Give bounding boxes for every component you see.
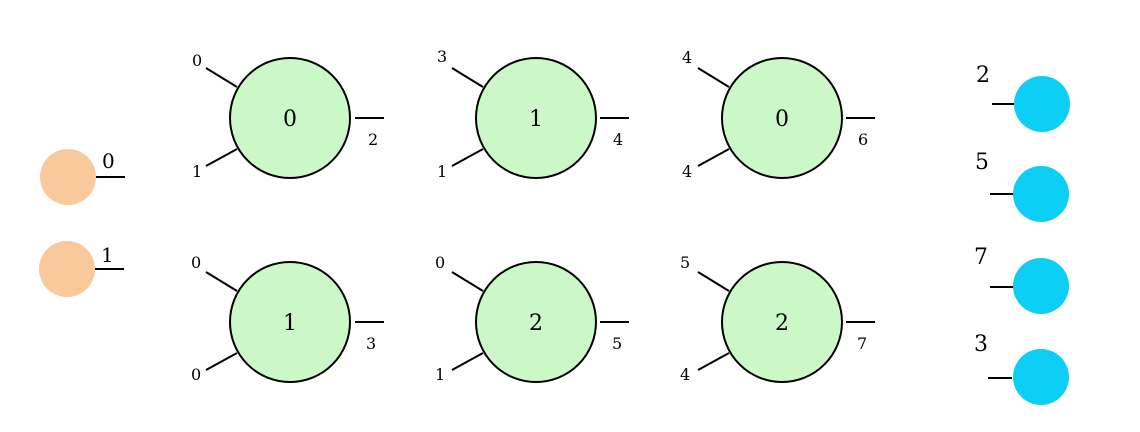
- gate-op-label: 2: [775, 311, 789, 336]
- gate-input-wire-bottom: [451, 148, 484, 167]
- gate-op-label: 1: [529, 107, 543, 132]
- input-node-1: 1: [39, 241, 124, 297]
- gate-2: 0 4 4 6: [682, 48, 875, 181]
- input-node-0: 0: [40, 149, 125, 205]
- output-node-0: 2: [976, 63, 1070, 132]
- gate-circle: [721, 57, 843, 179]
- input-node-circle: [40, 149, 96, 205]
- output-label: 3: [974, 332, 988, 357]
- output-node-3: 3: [974, 332, 1069, 405]
- gate-input-wire-top: [451, 67, 484, 88]
- output-node-circle: [1013, 349, 1069, 405]
- gate-input-wire-bottom: [205, 148, 238, 167]
- input-label: 1: [101, 243, 114, 267]
- gate-input-wire-top: [205, 67, 238, 88]
- gate-op-label: 2: [529, 311, 543, 336]
- output-node-circle: [1014, 76, 1070, 132]
- output-label: 5: [975, 150, 989, 175]
- gate-input-label-top: 4: [682, 48, 692, 67]
- output-node-circle: [1013, 258, 1069, 314]
- output-node-1: 5: [975, 150, 1069, 222]
- gate-input-label-top: 3: [437, 47, 447, 66]
- gate-input-label-bottom: 4: [680, 365, 690, 384]
- gate-input-label-bottom: 4: [682, 162, 692, 181]
- gate-input-wire-top: [205, 271, 238, 292]
- gate-op-label: 0: [283, 107, 297, 132]
- input-label: 0: [102, 149, 115, 173]
- gate-circle: [229, 261, 351, 383]
- gate-output-label: 5: [612, 334, 622, 353]
- gate-3: 1 0 0 3: [191, 253, 384, 384]
- gate-circle: [229, 57, 351, 179]
- gate-0: 0 0 1 2: [192, 51, 384, 181]
- gate-circle: [475, 261, 597, 383]
- gate-input-label-bottom: 1: [192, 162, 202, 181]
- gate-input-wire-bottom: [205, 352, 238, 371]
- gate-circle: [475, 57, 597, 179]
- gate-4: 2 0 1 5: [435, 253, 629, 384]
- output-label: 7: [974, 245, 988, 270]
- gate-input-wire-top: [697, 67, 730, 88]
- gate-5: 2 5 4 7: [680, 253, 875, 384]
- gate-input-wire-bottom: [697, 148, 730, 167]
- gate-1: 1 3 1 4: [437, 47, 629, 181]
- gate-op-label: 0: [775, 107, 789, 132]
- gate-input-wire-bottom: [451, 352, 484, 371]
- gate-input-label-bottom: 1: [437, 162, 447, 181]
- gate-output-label: 2: [368, 130, 378, 149]
- gate-input-label-bottom: 0: [191, 365, 201, 384]
- output-node-circle: [1013, 166, 1069, 222]
- gate-input-wire-top: [451, 271, 484, 292]
- gate-output-label: 6: [858, 130, 868, 149]
- gate-input-wire-top: [697, 271, 730, 292]
- input-node-circle: [39, 241, 95, 297]
- gate-circle: [721, 261, 843, 383]
- gate-input-label-top: 5: [680, 253, 690, 272]
- gate-input-label-top: 0: [191, 253, 201, 272]
- gate-op-label: 1: [283, 311, 297, 336]
- gate-input-label-top: 0: [435, 253, 445, 272]
- gate-input-label-top: 0: [192, 51, 202, 70]
- gate-input-label-bottom: 1: [435, 365, 445, 384]
- gate-output-label: 7: [857, 334, 867, 353]
- output-node-2: 7: [974, 245, 1069, 314]
- output-label: 2: [976, 63, 990, 88]
- gate-output-label: 3: [366, 334, 376, 353]
- gate-input-wire-bottom: [697, 352, 730, 371]
- gate-output-label: 4: [613, 130, 623, 149]
